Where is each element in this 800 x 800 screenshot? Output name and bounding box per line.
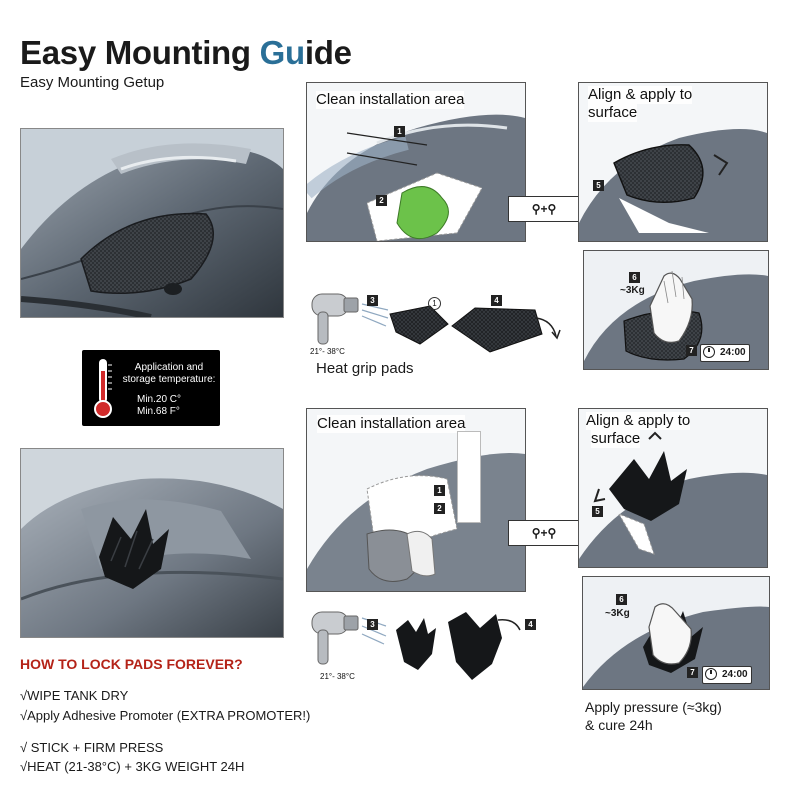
temp-range-label: 21°- 38°C <box>310 347 345 356</box>
cure-timer: 24:00 <box>700 344 750 362</box>
press-weight-label-bottom: ~3Kg <box>605 608 630 619</box>
step-badge-7: 7 <box>686 345 697 356</box>
thermometer-icon <box>94 359 112 418</box>
instruction-step: √Apply Adhesive Promoter (EXTRA PROMOTER… <box>20 708 311 723</box>
step-clean-panel-bottom: Clean installation area 1 2 <box>306 408 526 592</box>
tank-photo-center-pad <box>20 448 284 638</box>
temperature-box-values: Min.20 C°Min.68 F° <box>137 394 182 417</box>
align-caption-line1: Align & apply to <box>588 86 693 104</box>
step-align-panel-top: Align & apply to surface 5 <box>578 82 768 242</box>
transfer-connector-top: ⚲+⚲ <box>508 196 580 222</box>
press-weight-label: ~3Kg <box>620 285 645 296</box>
step-badge-1: 1 <box>394 126 405 137</box>
align-caption-bottom-line1: Align & apply to <box>586 412 691 430</box>
step-badge-4-bottom: 4 <box>525 619 536 630</box>
step-press-panel-bottom: 6 ~3Kg 7 24:00 <box>582 576 770 690</box>
heat-step-row-bottom: 3 4 21°- 38°C <box>300 604 540 688</box>
step-align-panel-bottom: Align & apply to surface 5 <box>578 408 768 568</box>
step-badge-6: 6 <box>629 272 640 283</box>
tank-photo-side-pad <box>20 128 284 318</box>
align-caption-bottom-line2: surface <box>591 430 641 448</box>
step-badge-3-bottom: 3 <box>367 619 378 630</box>
hair-dryer-icon <box>311 611 359 665</box>
step-press-panel-top: 6 ~3Kg 7 24:00 <box>583 250 769 370</box>
instruction-step: √ STICK + FIRM PRESS <box>20 740 164 755</box>
instruction-step: √WIPE TANK DRY <box>20 688 129 703</box>
backing-strip <box>457 431 481 523</box>
heat-caption: Heat grip pads <box>316 360 414 377</box>
step-badge-1-bottom: 1 <box>434 485 445 496</box>
transfer-connector-bottom: ⚲+⚲ <box>508 520 580 546</box>
pressure-note: Apply pressure (≈3kg)& cure 24h <box>585 699 722 733</box>
heat-step-row-top: 3 4 1 21°- 38°C <box>300 284 570 360</box>
step-circle-marker: 1 <box>428 297 441 310</box>
cure-timer-bottom: 24:00 <box>702 666 752 684</box>
temp-range-label-bottom: 21°- 38°C <box>320 672 355 681</box>
step-badge-2: 2 <box>376 195 387 206</box>
step-badge-2-bottom: 2 <box>434 503 445 514</box>
step-badge-3: 3 <box>367 295 378 306</box>
step-badge-5-bottom: 5 <box>592 506 603 517</box>
hair-dryer-icon <box>311 293 359 345</box>
bike-icon: ⚲ <box>547 202 557 216</box>
bike-icon: ⚲ <box>531 526 541 540</box>
align-caption-line2: surface <box>588 104 638 122</box>
bike-icon: ⚲ <box>547 526 557 540</box>
step-badge-6-bottom: 6 <box>616 594 627 605</box>
step-badge-5: 5 <box>593 180 604 191</box>
page-title: Easy Mounting Guide <box>20 34 352 71</box>
step-clean-panel-top: Clean installation area 1 2 <box>306 82 526 242</box>
clock-icon <box>703 346 715 358</box>
instruction-step: √HEAT (21-38°C) + 3KG WEIGHT 24H <box>20 759 245 774</box>
page-subtitle: Easy Mounting Getup <box>20 74 165 91</box>
instructions-heading: HOW TO LOCK PADS FOREVER? <box>20 656 243 672</box>
clean-caption: Clean installation area <box>316 91 465 109</box>
clean-caption-bottom: Clean installation area <box>317 415 466 433</box>
bike-icon: ⚲ <box>531 202 541 216</box>
step-badge-7-bottom: 7 <box>687 667 698 678</box>
step-badge-4: 4 <box>491 295 502 306</box>
clock-icon <box>705 668 717 680</box>
